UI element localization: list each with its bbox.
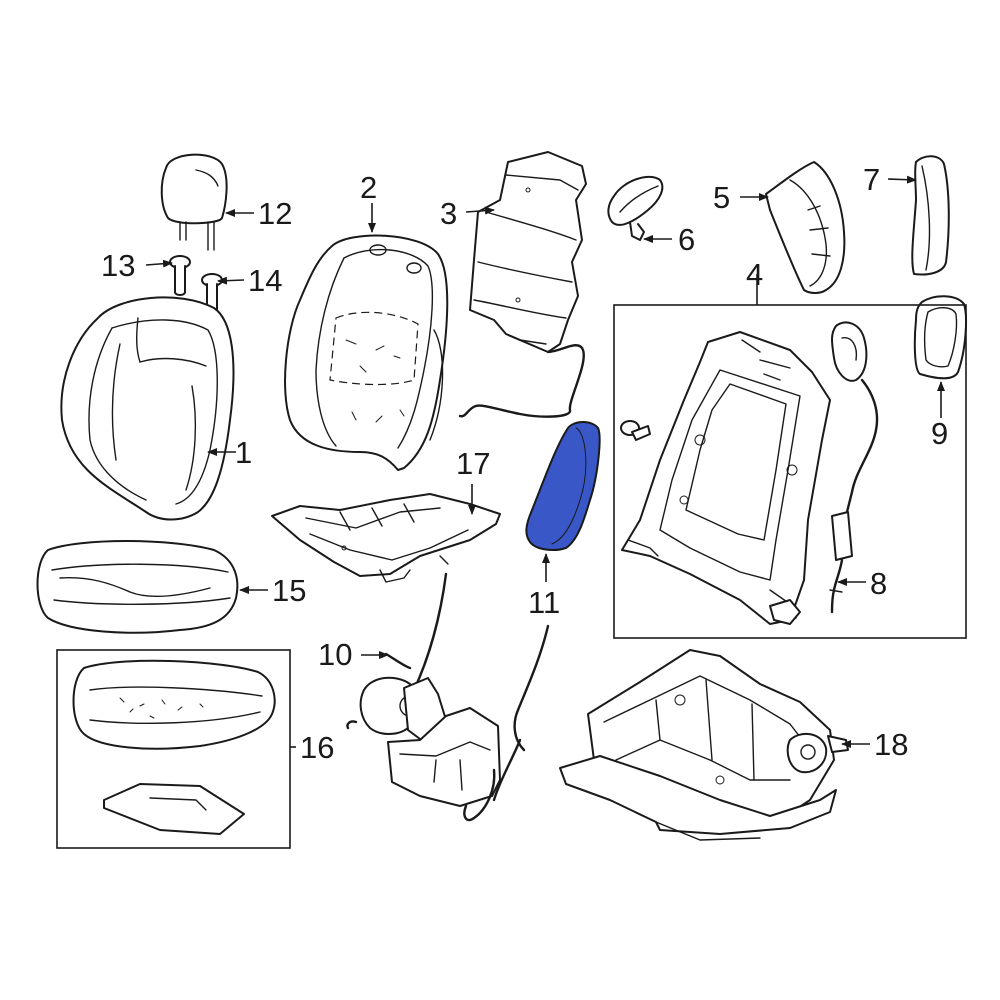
callout-6: 6: [678, 222, 695, 257]
part-1-seat-back-cover[interactable]: [60, 296, 235, 521]
part-11-side-bolster[interactable]: [525, 421, 601, 551]
part-15-seat-cushion-cover[interactable]: [36, 540, 239, 634]
callout-12: 12: [258, 196, 292, 231]
part-11-shape[interactable]: [525, 421, 601, 551]
part-18-seat-track-base[interactable]: [559, 649, 849, 841]
part-3-seat-back-heater-mat[interactable]: [458, 151, 587, 418]
part-7-side-panel[interactable]: [911, 155, 950, 276]
part-10-recliner-mechanism[interactable]: [346, 572, 550, 822]
callout-4: 4: [746, 257, 763, 292]
callout-18: 18: [874, 727, 908, 762]
callout-16: 16: [300, 730, 334, 765]
callout-15: 15: [272, 573, 306, 608]
part-8-wire-harness[interactable]: [829, 321, 879, 614]
part-4-box: [613, 304, 967, 639]
callout-3: 3: [440, 196, 457, 231]
part-12-headrest[interactable]: [160, 153, 228, 251]
leader-lines: [145, 175, 945, 748]
part-16-seat-cushion-pad[interactable]: [72, 659, 276, 835]
callout-labels: 1 2 3 4 5 6 7 8 9 10 11 12 13 14 15 16 1…: [101, 162, 948, 765]
callout-2: 2: [360, 170, 377, 205]
callout-11: 11: [528, 585, 560, 620]
part-4-seat-back-frame[interactable]: [620, 331, 831, 625]
callout-17: 17: [456, 446, 490, 481]
part-6-trim-cover[interactable]: [607, 175, 664, 241]
callout-14: 14: [248, 263, 282, 298]
callout-9: 9: [931, 416, 948, 451]
callout-13: 13: [101, 248, 135, 283]
callout-10: 10: [318, 637, 352, 672]
callout-5: 5: [713, 180, 730, 215]
frame-bolt: [620, 420, 651, 441]
part-16-box: [56, 649, 291, 849]
part-9-trim-bezel[interactable]: [913, 295, 967, 380]
part-2-seat-back-pad[interactable]: [284, 234, 449, 471]
callout-7: 7: [863, 162, 880, 197]
part-17-cushion-mat[interactable]: [271, 493, 501, 583]
part-13-headrest-guide[interactable]: [169, 255, 191, 296]
callout-8: 8: [870, 566, 887, 601]
callout-1: 1: [235, 435, 252, 470]
part-5-side-trim[interactable]: [765, 161, 846, 294]
